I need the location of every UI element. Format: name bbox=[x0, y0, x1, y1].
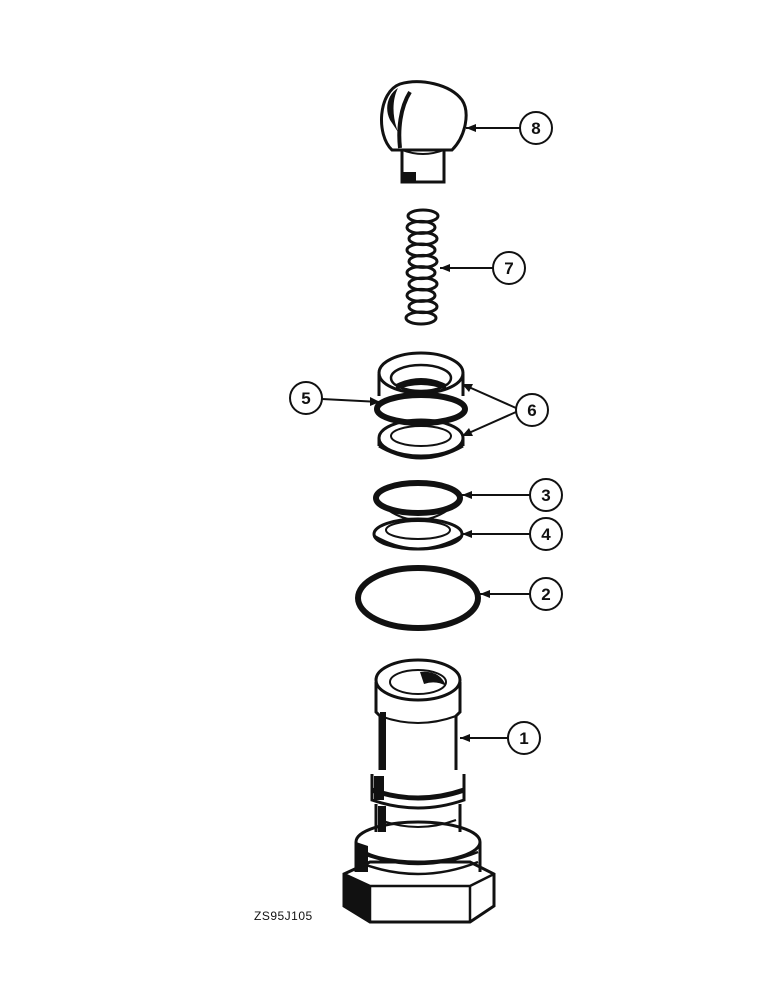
arrow-2 bbox=[480, 590, 490, 598]
part-1-valve-body bbox=[342, 658, 496, 924]
leader-arrowheads bbox=[370, 124, 490, 742]
arrow-6a bbox=[462, 384, 473, 392]
callout-4: 4 bbox=[529, 517, 563, 551]
part-6-seat-upper bbox=[377, 351, 465, 396]
part-8-knob bbox=[380, 80, 468, 184]
callout-2: 2 bbox=[529, 577, 563, 611]
callout-label-5: 5 bbox=[301, 389, 310, 408]
callout-5: 5 bbox=[289, 381, 323, 415]
callout-1: 1 bbox=[507, 721, 541, 755]
callout-label-6: 6 bbox=[527, 401, 536, 420]
arrow-6b bbox=[462, 428, 473, 436]
callout-3: 3 bbox=[529, 478, 563, 512]
callout-label-2: 2 bbox=[541, 585, 550, 604]
arrow-5 bbox=[370, 397, 380, 406]
part-4-backup-washer bbox=[372, 517, 464, 551]
callout-label-8: 8 bbox=[531, 119, 540, 138]
part-7-spring bbox=[404, 208, 440, 326]
part-2-large-o-ring bbox=[355, 565, 481, 631]
callout-8: 8 bbox=[519, 111, 553, 145]
callout-label-3: 3 bbox=[541, 486, 550, 505]
leader-lines bbox=[321, 127, 530, 739]
callout-6: 6 bbox=[515, 393, 549, 427]
callout-label-1: 1 bbox=[519, 729, 528, 748]
part-6-seat-lower bbox=[377, 418, 465, 460]
arrow-1 bbox=[460, 734, 470, 742]
callout-label-4: 4 bbox=[541, 525, 551, 544]
arrow-8 bbox=[466, 124, 476, 132]
arrow-3 bbox=[462, 491, 472, 499]
callout-7: 7 bbox=[492, 251, 526, 285]
arrow-7 bbox=[440, 264, 450, 272]
callout-label-7: 7 bbox=[504, 259, 513, 278]
part-5-o-ring bbox=[374, 392, 468, 426]
arrow-4 bbox=[462, 530, 472, 538]
spring-coil bbox=[404, 310, 438, 326]
part-3-o-ring bbox=[373, 480, 463, 521]
figure-code: ZS95J105 bbox=[254, 909, 313, 923]
